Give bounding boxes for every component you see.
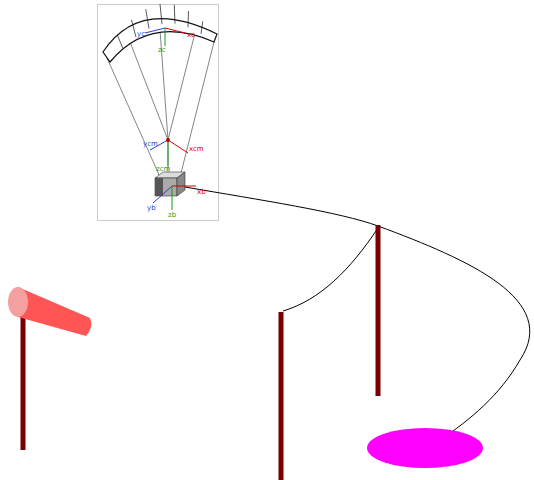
axis-label: xb	[197, 188, 206, 196]
axis-label: yc	[137, 30, 145, 38]
canopy	[103, 4, 217, 62]
tether	[185, 187, 530, 440]
axis-label: xc	[187, 31, 195, 39]
canopy-rib	[117, 35, 123, 49]
axis-label: zc	[158, 46, 166, 54]
payload-box	[155, 172, 185, 196]
canopy-rib	[201, 21, 203, 33]
tether-branch	[283, 228, 378, 311]
windsock	[8, 287, 91, 336]
axis-label: xcm	[189, 145, 204, 153]
cm-dot	[166, 138, 170, 142]
axis-label: yb	[147, 204, 156, 212]
axis-label: zb	[168, 211, 176, 219]
axis-label: zcm	[156, 165, 170, 173]
canopy-rib	[174, 5, 176, 24]
inset-frame	[98, 5, 219, 221]
landing-target	[367, 428, 483, 468]
canopy-rib	[132, 20, 137, 37]
axis-label: ycm	[143, 140, 158, 148]
frame-axes	[145, 28, 196, 210]
canopy-rib	[146, 9, 149, 28]
canopy-rib	[188, 11, 190, 27]
canopy-rib	[160, 4, 162, 24]
suspension-lines	[107, 30, 214, 177]
poles	[23, 225, 378, 480]
